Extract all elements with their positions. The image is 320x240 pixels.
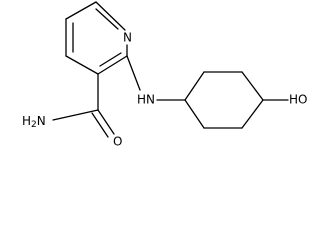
- bond-carbonyl-o: [97, 109, 115, 135]
- cyclohexane-ring: [184, 71, 289, 129]
- structure-diagram: N H2N O HN HO: [22, 1, 307, 149]
- bond-cy3-cy4: [241, 71, 264, 101]
- bond-c2-nh: [126, 55, 141, 91]
- bond-c4-c3: [65, 55, 99, 75]
- hydroxyl-label: HO: [289, 93, 307, 107]
- ring-nitrogen-label: N: [123, 31, 132, 45]
- bond-n1-c6: [95, 1, 126, 31]
- bond-c3-c2-inner: [99, 52, 122, 67]
- bond-n1-c6-inner: [95, 8, 119, 30]
- bond-c6-c5: [65, 1, 97, 20]
- bond-carbonyl-o-double: [91, 112, 109, 138]
- bond-cy1-cy2: [184, 71, 205, 101]
- pyridine-ring: [65, 1, 128, 75]
- bond-carbonyl-nh2: [52, 109, 99, 121]
- amide-nitrogen-label: H2N: [22, 114, 46, 130]
- bond-cy6-cy1: [184, 99, 205, 129]
- bond-c3-c2: [97, 55, 128, 75]
- amine-label: HN: [137, 93, 155, 107]
- carbonyl-oxygen-label: O: [113, 135, 122, 149]
- carboxamide-group: [52, 73, 115, 138]
- bond-cy4-cy5: [241, 99, 264, 129]
- molecule-drawing: N H2N O HN HO: [22, 1, 307, 149]
- amine-linker: [126, 55, 186, 101]
